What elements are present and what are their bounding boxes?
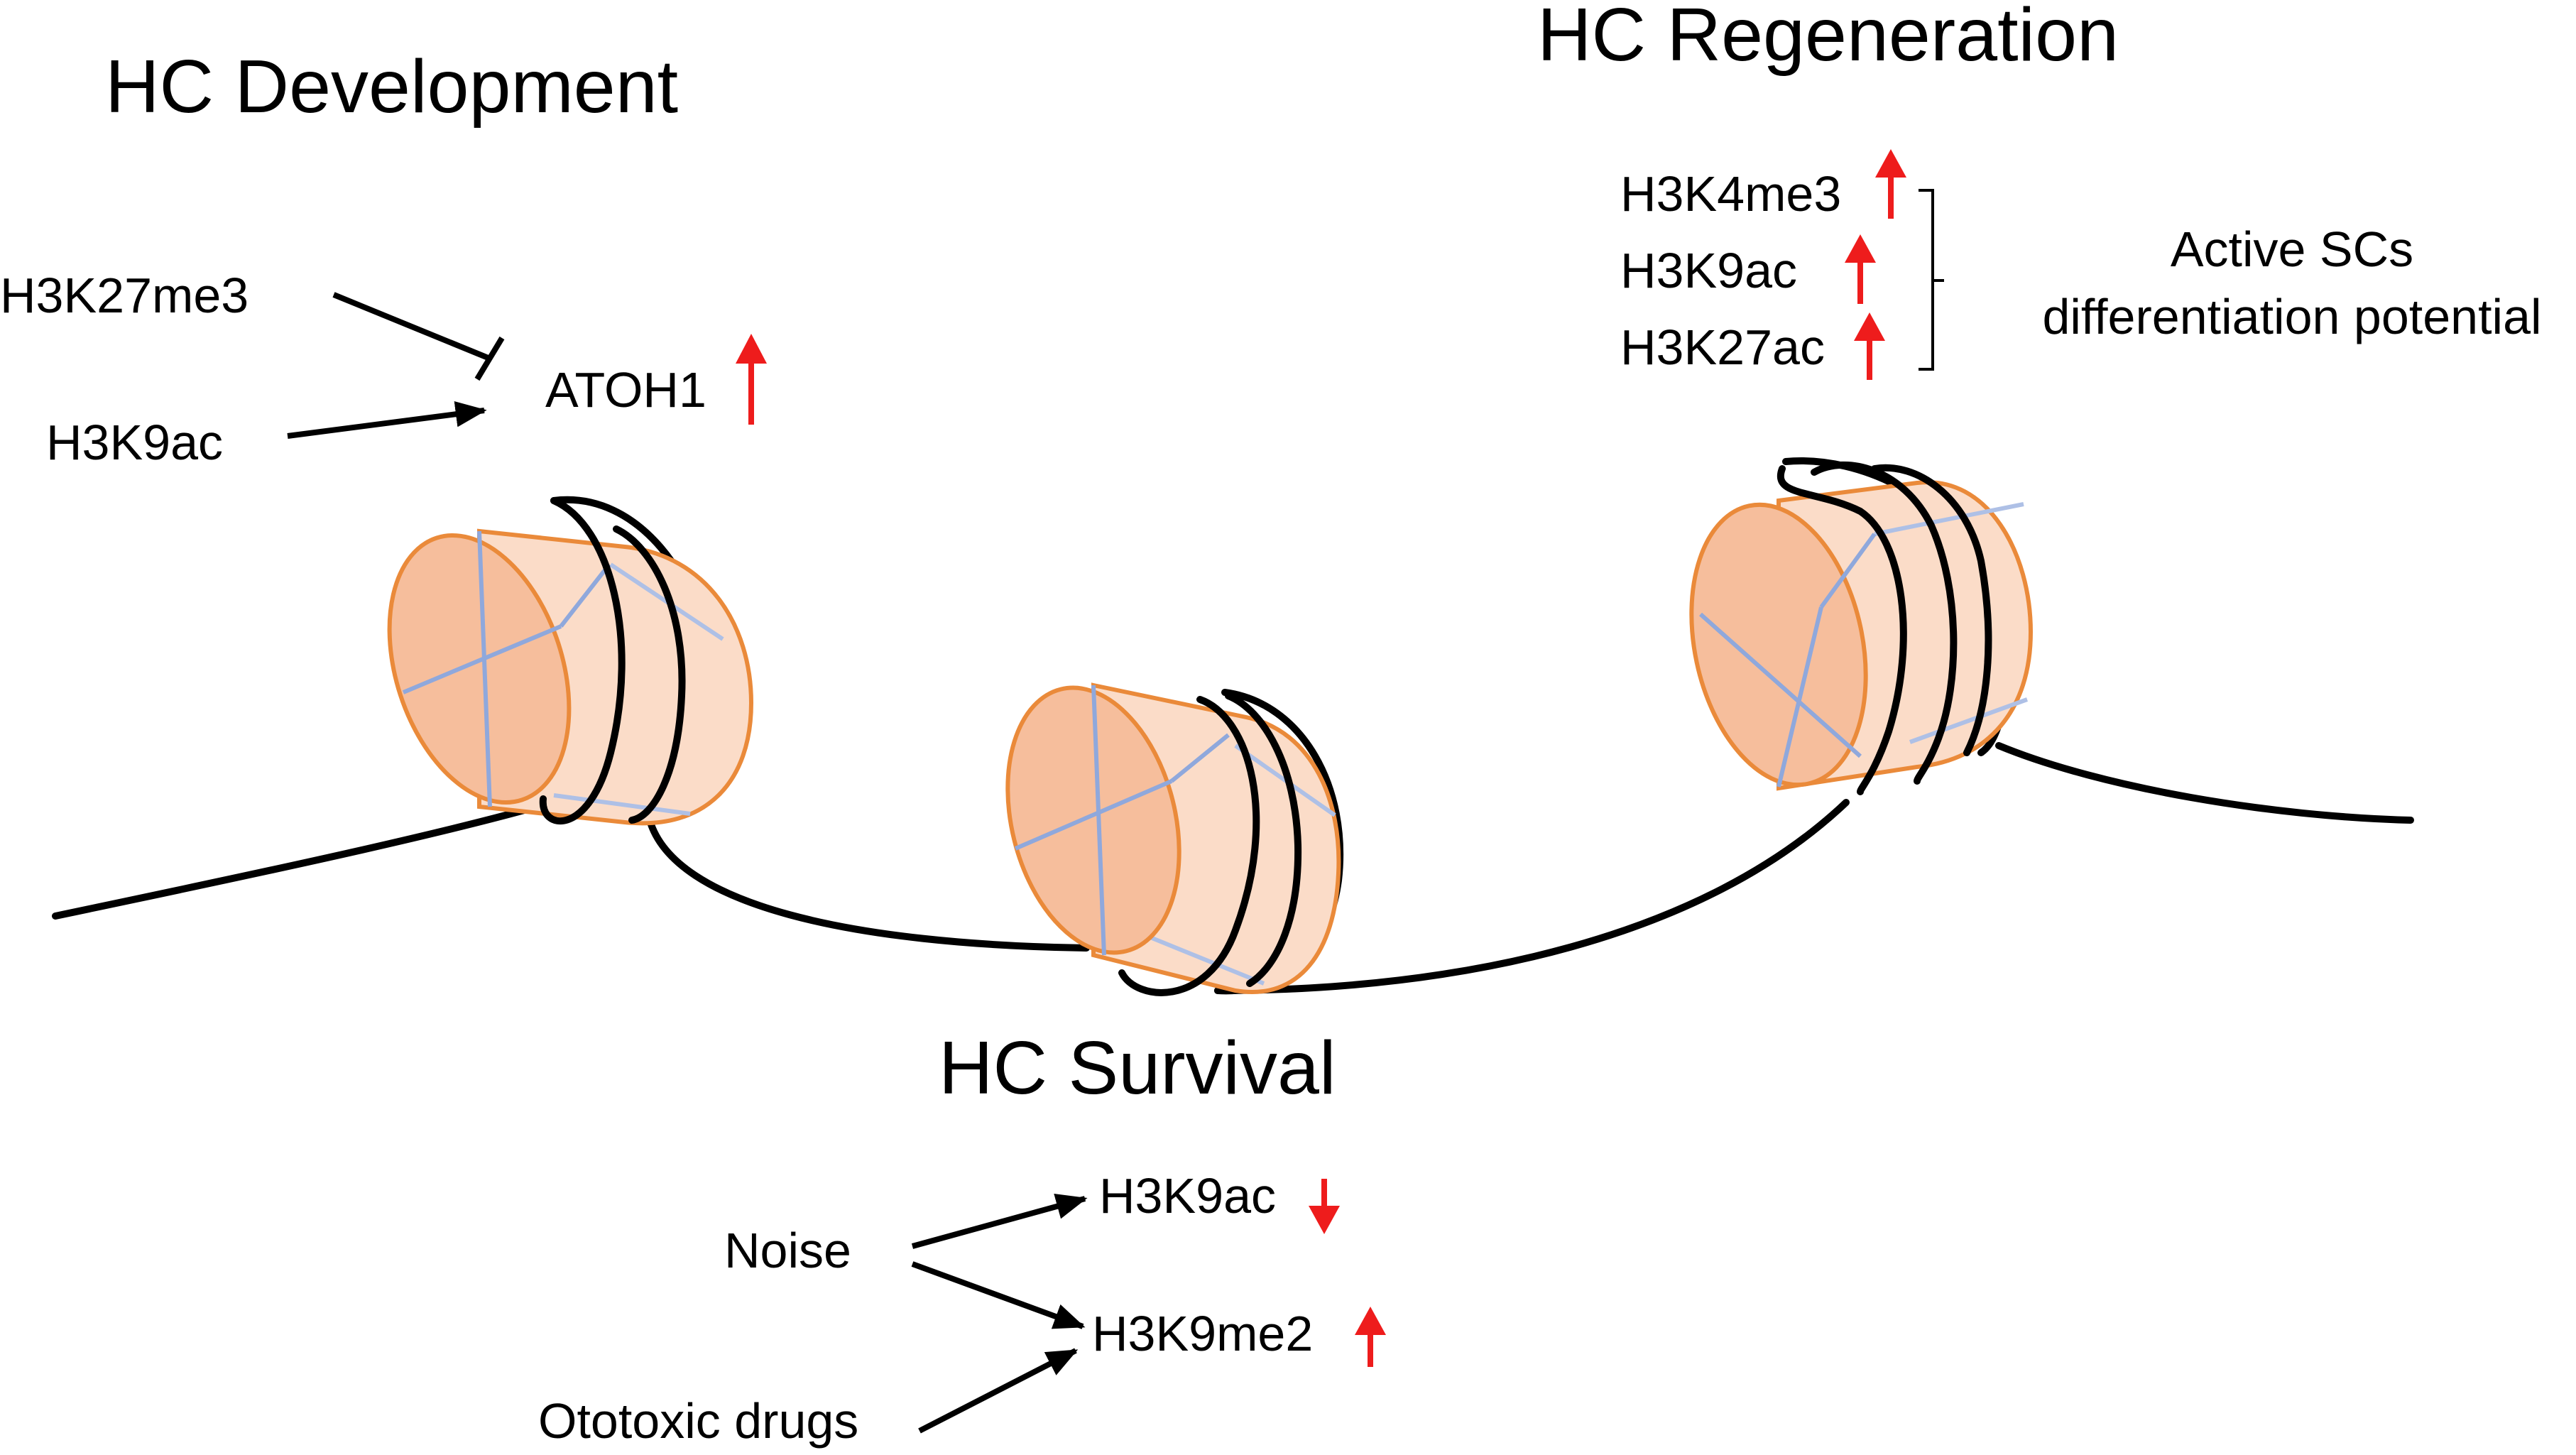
- bracket: [1919, 189, 1944, 371]
- nucleosome-survival: [1005, 682, 1344, 996]
- inhibition-arrow: [332, 292, 505, 381]
- h3k27ac-up-arrow-icon: [1854, 312, 1885, 380]
- dna-strand: [52, 742, 2414, 994]
- regeneration-mark-h3k4me3: H3K4me3: [1620, 166, 1841, 222]
- drugs-to-h3k9me2-arrow: [918, 1348, 1079, 1434]
- regeneration-mark-h3k9ac: H3K9ac: [1620, 243, 1797, 298]
- activation-arrow: [287, 401, 487, 439]
- survival-title: HC Survival: [939, 1026, 1336, 1110]
- regeneration-title: HC Regeneration: [1537, 0, 2119, 77]
- survival-cause-ototoxic-drugs: Ototoxic drugs: [538, 1393, 858, 1449]
- development-title: HC Development: [105, 45, 678, 129]
- h3k4me3-up-arrow-icon: [1875, 149, 1906, 219]
- noise-to-h3k9ac-arrow: [911, 1194, 1088, 1249]
- nucleosome-development: [387, 496, 754, 826]
- regeneration-outcome-line1: Active SCs: [2171, 222, 2413, 277]
- h3k9me2-up-arrow-icon: [1355, 1307, 1386, 1367]
- regeneration-mark-h3k27ac: H3K27ac: [1620, 320, 1825, 375]
- atoh1-up-arrow-icon: [736, 334, 767, 425]
- development-input-h3k9ac: H3K9ac: [46, 415, 223, 470]
- nucleosome-regeneration: [1689, 457, 2034, 795]
- development-target-atoh1: ATOH1: [545, 362, 706, 418]
- survival-mark-h3k9me2: H3K9me2: [1092, 1306, 1313, 1361]
- noise-to-h3k9me2-arrow: [911, 1261, 1086, 1329]
- regeneration-outcome-line2: differentiation potential: [2042, 289, 2541, 344]
- h3k9ac-up-arrow-icon: [1845, 234, 1876, 304]
- development-input-h3k27me3: H3K27me3: [0, 268, 249, 323]
- survival-cause-noise: Noise: [724, 1223, 851, 1278]
- survival-mark-h3k9ac: H3K9ac: [1099, 1168, 1276, 1224]
- h3k9ac-down-arrow-icon: [1309, 1179, 1340, 1234]
